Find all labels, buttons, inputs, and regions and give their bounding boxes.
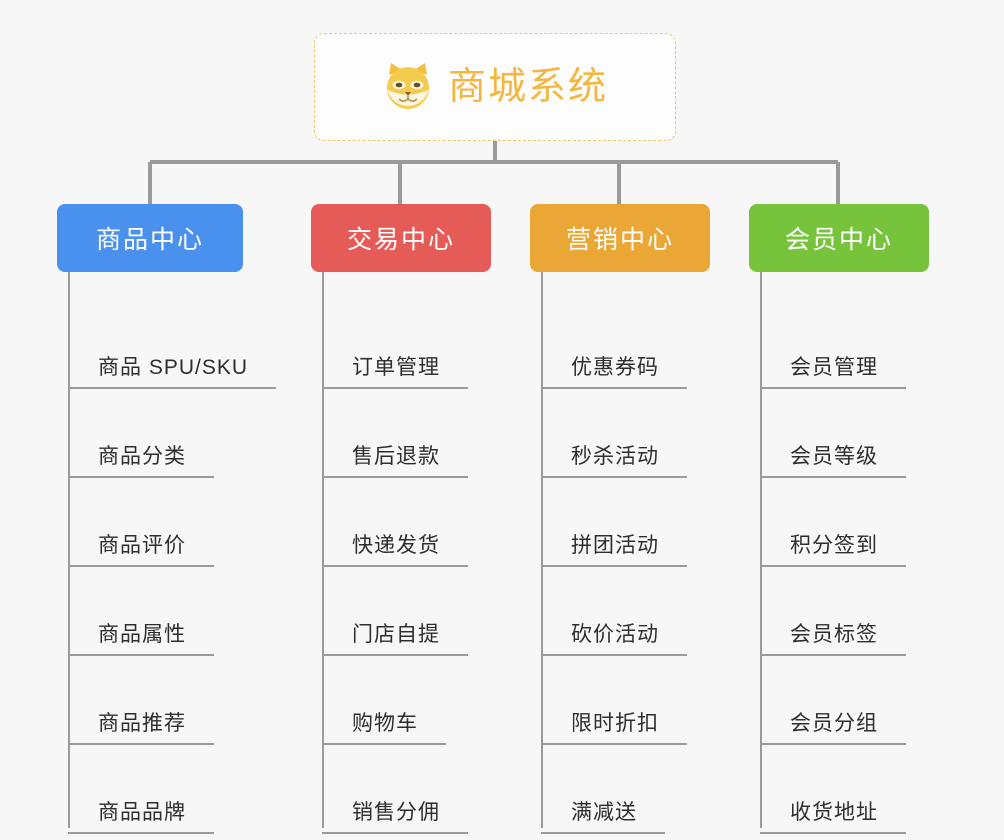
- list-item-label: 商品分类: [68, 444, 214, 478]
- list-item-label: 满减送: [541, 800, 665, 834]
- list-item-label: 收货地址: [760, 800, 906, 834]
- list-item-label: 砍价活动: [541, 622, 687, 656]
- branch-items-商品中心: 商品 SPU/SKU 商品分类 商品评价 商品属性 商品推荐 商品品牌: [57, 272, 277, 834]
- list-item-label: 商品 SPU/SKU: [68, 355, 277, 389]
- list-item[interactable]: 购物车: [311, 656, 491, 745]
- list-item[interactable]: 售后退款: [311, 389, 491, 478]
- branch-items-营销中心: 优惠券码 秒杀活动 拼团活动 砍价活动 限时折扣 满减送: [530, 272, 710, 834]
- list-item[interactable]: 销售分佣: [311, 745, 491, 834]
- list-item[interactable]: 商品评价: [57, 478, 276, 567]
- branch-header-营销中心[interactable]: 营销中心: [530, 204, 710, 272]
- branch-header-label: 会员中心: [784, 226, 893, 254]
- list-item[interactable]: 商品品牌: [57, 745, 276, 834]
- branch-spine: [68, 272, 70, 828]
- list-item-label: 秒杀活动: [541, 444, 687, 478]
- list-item-label: 商品品牌: [68, 800, 214, 834]
- branch-items-交易中心: 订单管理 售后退款 快递发货 门店自提 购物车 销售分佣: [311, 272, 491, 834]
- root-title: 商城系统: [447, 66, 608, 108]
- branch-商品中心: 商品中心 商品 SPU/SKU 商品分类 商品评价 商品属性 商品推荐 商品品牌: [57, 204, 277, 834]
- list-item[interactable]: 会员等级: [749, 389, 929, 478]
- list-item[interactable]: 满减送: [530, 745, 710, 834]
- list-item-label: 限时折扣: [541, 711, 687, 745]
- list-item[interactable]: 门店自提: [311, 567, 491, 656]
- branch-会员中心: 会员中心 会员管理 会员等级 积分签到 会员标签 会员分组 收货地址: [749, 204, 929, 834]
- list-item[interactable]: 订单管理: [311, 300, 491, 389]
- branch-spine: [760, 272, 762, 828]
- list-item[interactable]: 优惠券码: [530, 300, 710, 389]
- list-item[interactable]: 商品属性: [57, 567, 276, 656]
- branch-交易中心: 交易中心 订单管理 售后退款 快递发货 门店自提 购物车 销售分佣: [311, 204, 491, 834]
- list-item[interactable]: 快递发货: [311, 478, 491, 567]
- list-item-label: 会员标签: [760, 622, 906, 656]
- list-item-label: 积分签到: [760, 533, 906, 567]
- list-item-label: 拼团活动: [541, 533, 687, 567]
- branch-header-会员中心[interactable]: 会员中心: [749, 204, 929, 272]
- list-item-label: 购物车: [322, 711, 446, 745]
- list-item-label: 优惠券码: [541, 355, 687, 389]
- list-item[interactable]: 秒杀活动: [530, 389, 710, 478]
- root-node[interactable]: 商城系统: [314, 33, 676, 141]
- list-item-label: 订单管理: [322, 355, 468, 389]
- list-item-label: 售后退款: [322, 444, 468, 478]
- branch-spine: [322, 272, 324, 828]
- branch-header-商品中心[interactable]: 商品中心: [57, 204, 243, 272]
- list-item[interactable]: 会员管理: [749, 300, 929, 389]
- list-item[interactable]: 商品推荐: [57, 656, 276, 745]
- list-item[interactable]: 砍价活动: [530, 567, 710, 656]
- list-item-label: 商品属性: [68, 622, 214, 656]
- list-item-label: 会员分组: [760, 711, 906, 745]
- list-item-label: 门店自提: [322, 622, 468, 656]
- branch-header-label: 交易中心: [346, 226, 455, 254]
- branch-header-label: 营销中心: [565, 226, 674, 254]
- list-item-label: 快递发货: [322, 533, 468, 567]
- list-item-label: 商品评价: [68, 533, 214, 567]
- list-item[interactable]: 收货地址: [749, 745, 929, 834]
- list-item-label: 销售分佣: [322, 800, 468, 834]
- list-item[interactable]: 积分签到: [749, 478, 929, 567]
- branch-营销中心: 营销中心 优惠券码 秒杀活动 拼团活动 砍价活动 限时折扣 满减送: [530, 204, 710, 834]
- list-item[interactable]: 限时折扣: [530, 656, 710, 745]
- branch-header-交易中心[interactable]: 交易中心: [311, 204, 491, 272]
- list-item-label: 会员等级: [760, 444, 906, 478]
- list-item[interactable]: 拼团活动: [530, 478, 710, 567]
- list-item-label: 会员管理: [760, 355, 906, 389]
- list-item[interactable]: 商品 SPU/SKU: [57, 300, 277, 389]
- list-item[interactable]: 会员标签: [749, 567, 929, 656]
- list-item-label: 商品推荐: [68, 711, 214, 745]
- list-item[interactable]: 商品分类: [57, 389, 276, 478]
- list-item[interactable]: 会员分组: [749, 656, 929, 745]
- branch-header-label: 商品中心: [95, 226, 204, 254]
- branch-spine: [541, 272, 543, 828]
- shiba-dog-face-icon: [382, 61, 434, 113]
- branch-items-会员中心: 会员管理 会员等级 积分签到 会员标签 会员分组 收货地址: [749, 272, 929, 834]
